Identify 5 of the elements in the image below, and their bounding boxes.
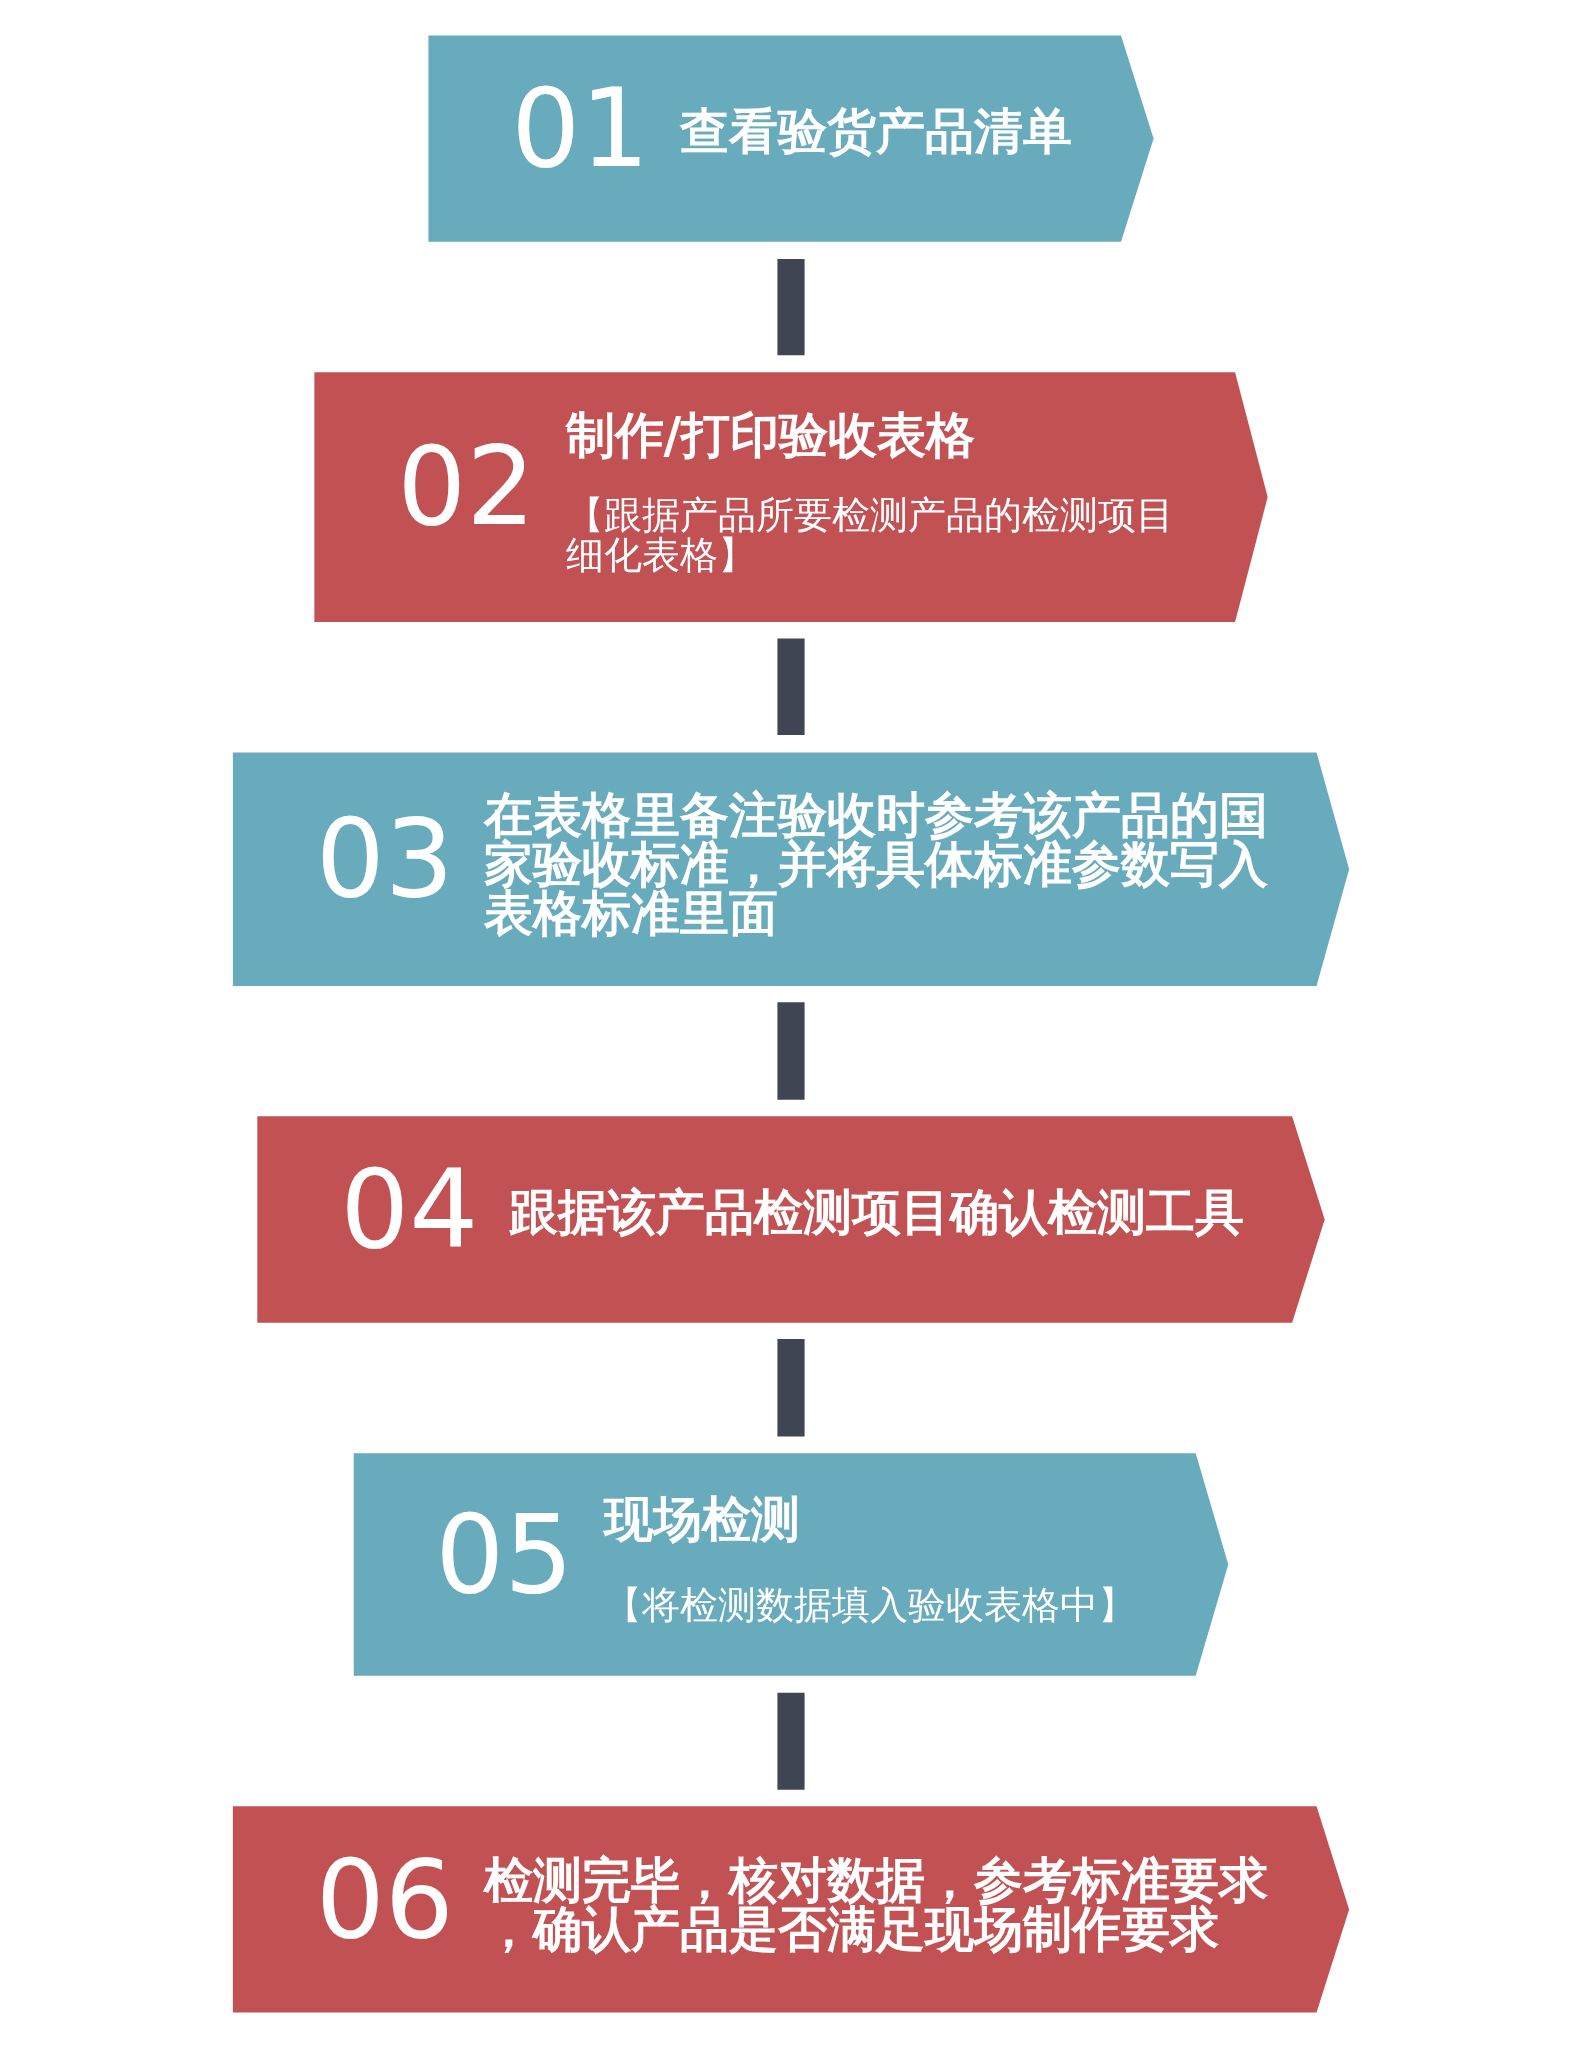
connector bbox=[777, 1339, 805, 1437]
connector bbox=[777, 258, 805, 356]
connector bbox=[777, 1002, 805, 1100]
connector bbox=[777, 1692, 805, 1790]
connector bbox=[777, 638, 805, 735]
